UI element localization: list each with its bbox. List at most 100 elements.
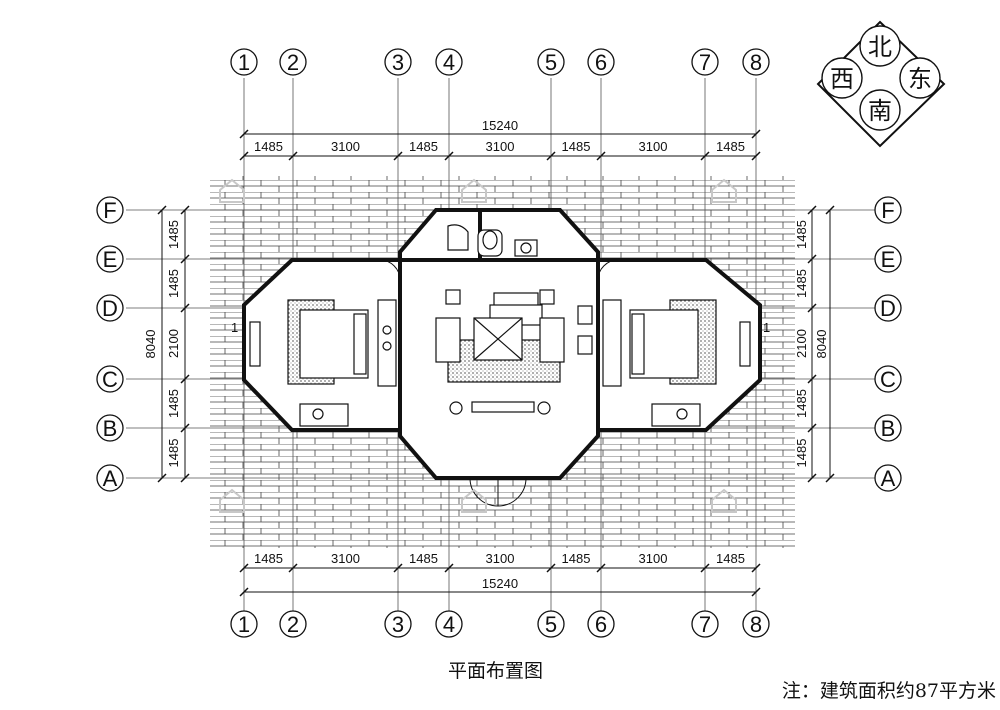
axis-bubble [874,245,902,273]
dim-value: 1485 [166,220,181,249]
dim-tick [700,563,710,573]
plan-title: 平面布置图 [448,660,544,682]
axis-label-col: 4 [443,50,455,75]
dim-tick [239,129,249,139]
dim-tick [546,563,556,573]
shower [447,224,469,251]
compass-south: 南 [868,97,892,125]
axis-label-row: E [881,247,896,272]
dim-tick [807,374,817,384]
dim-tick [825,473,835,483]
axis-bubble [874,365,902,393]
bathroom-fixtures [447,224,538,257]
dim-value: 3100 [486,551,515,566]
axis-bubble [587,48,615,76]
dim-tick [751,563,761,573]
dining-chair-2 [577,335,593,355]
dim-tick [157,473,167,483]
axis-label-col: 4 [443,612,455,637]
armchair-right [539,317,565,363]
dim-value: 1485 [562,139,591,154]
dim-value: 1485 [166,269,181,298]
dim-value: 1485 [166,439,181,468]
axis-bubble [384,610,412,638]
tv-cabinet [471,401,535,413]
dim-value: 1485 [794,220,809,249]
axis-bubble [874,464,902,492]
axis-bubble [537,610,565,638]
desk-left [299,403,349,427]
dim-value: 3100 [639,551,668,566]
axis-bubble [96,365,124,393]
plant-left [449,401,463,415]
dim-total: 8040 [143,330,158,359]
dim-value: 2100 [166,329,181,358]
dim-value: 3100 [331,551,360,566]
headboard-left [353,313,367,375]
dim-value: 1485 [409,139,438,154]
dim-tick [807,473,817,483]
right-bedroom-furniture [577,299,751,427]
dim-tick [180,303,190,313]
headboard-right [631,313,645,375]
dim-tick [751,151,761,161]
dim-tick [180,205,190,215]
axis-label-row: A [103,466,118,491]
axis-bubble [279,48,307,76]
dim-total: 15240 [482,576,518,591]
compass-west: 西 [830,65,854,93]
axis-bubble [742,610,770,638]
axis-bubble [435,610,463,638]
dim-value: 1485 [794,439,809,468]
dim-tick [288,151,298,161]
dim-tick [157,205,167,215]
axis-bubble [384,48,412,76]
axis-label-row: B [103,416,118,441]
window-tag-left: 1 [231,320,238,335]
dim-tick [444,151,454,161]
axis-bubble [96,464,124,492]
dim-value: 1485 [254,139,283,154]
area-note: 注：建筑面积约87平方米 [781,680,996,702]
dim-value: 1485 [166,389,181,418]
side-table-right [539,289,555,305]
axis-label-row: C [102,367,118,392]
dim-tick [444,563,454,573]
axis-bubble [230,610,258,638]
dim-tick [239,563,249,573]
axis-bubble [96,245,124,273]
axis-label-col: 6 [595,50,607,75]
axis-label-row: A [881,466,896,491]
axis-bubble [874,414,902,442]
window-right [739,321,751,367]
dim-tick [596,151,606,161]
axis-label-col: 5 [545,612,557,637]
axis-label-col: 2 [287,612,299,637]
axis-bubble [874,196,902,224]
axis-label-row: F [881,198,894,223]
axis-label-col: 5 [545,50,557,75]
axis-bubble [742,48,770,76]
axis-bubble [691,610,719,638]
wardrobe-right [602,299,622,387]
dim-tick [546,151,556,161]
axis-label-row: C [880,367,896,392]
dim-value: 1485 [562,551,591,566]
axis-label-col: 1 [238,612,250,637]
axis-bubble [874,294,902,322]
axis-bubble [96,196,124,224]
living-room-furniture [435,289,565,415]
axis-label-col: 1 [238,50,250,75]
axis-label-col: 3 [392,612,404,637]
axis-label-row: E [103,247,118,272]
plant-right [537,401,551,415]
axis-bubble [279,610,307,638]
dim-value: 1485 [794,389,809,418]
dim-total: 8040 [814,330,829,359]
axis-label-row: B [881,416,896,441]
dim-tick [825,205,835,215]
dim-tick [239,151,249,161]
armchair-left [435,317,461,363]
